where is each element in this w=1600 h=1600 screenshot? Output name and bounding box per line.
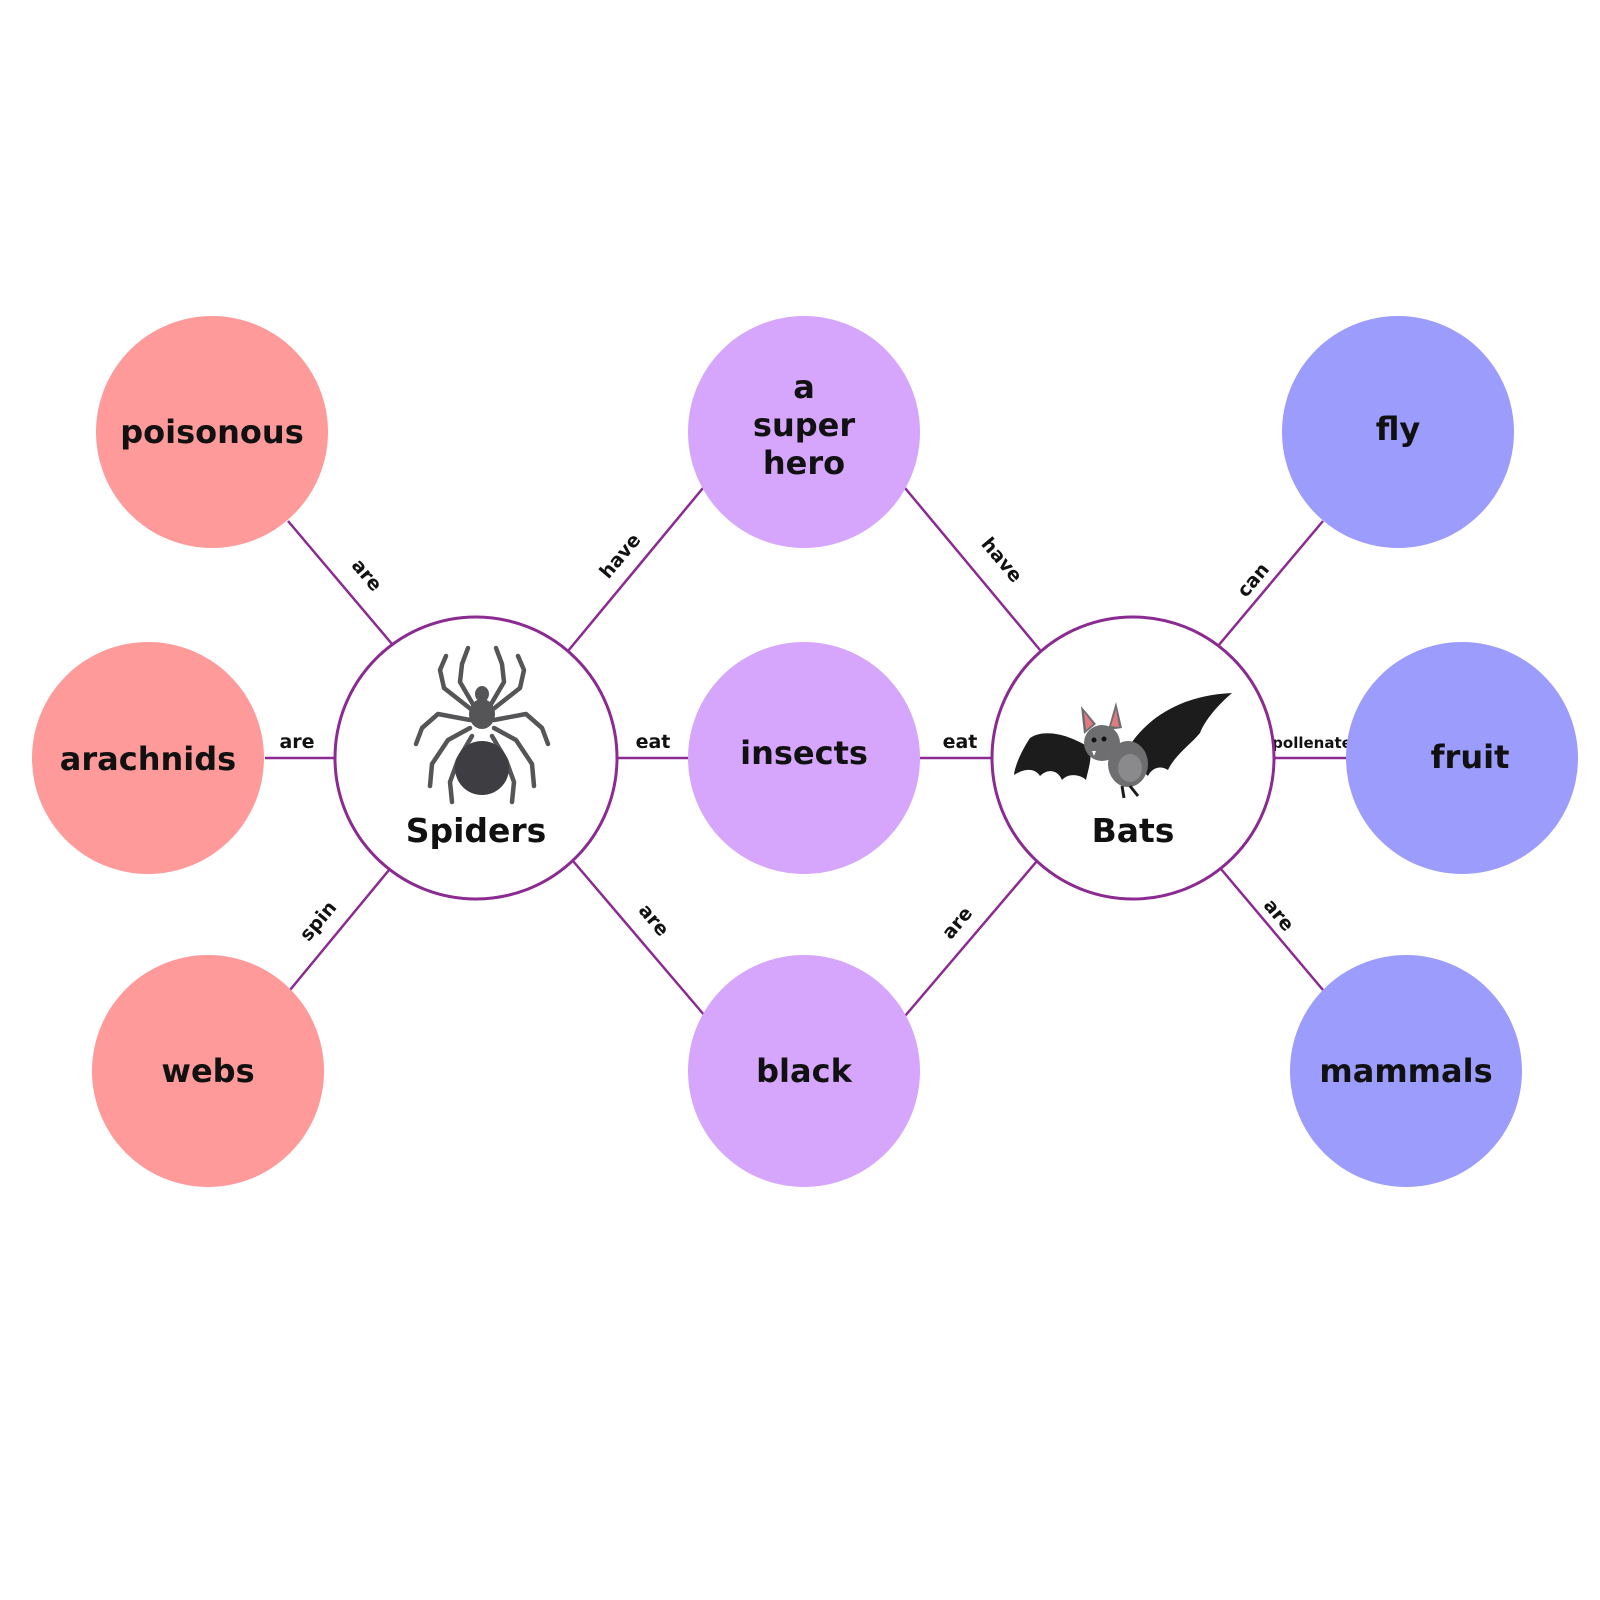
node-label-black: black xyxy=(756,1052,852,1090)
node-fly: fly xyxy=(1282,316,1514,548)
edge-bats-superhero xyxy=(904,487,1041,651)
edge-label-bats-fly: can xyxy=(1233,559,1274,602)
node-label-superhero-line2: super xyxy=(753,406,855,444)
edge-label-bats-insects: eat xyxy=(943,731,978,753)
edge-label-spiders-superhero: have xyxy=(595,529,645,583)
node-webs: webs xyxy=(92,955,324,1187)
node-label-arachnids: arachnids xyxy=(60,740,236,778)
edge-bats-black xyxy=(904,860,1038,1017)
hub-bats: Bats xyxy=(990,615,1276,901)
node-label-webs: webs xyxy=(161,1052,254,1090)
edge-bats-fly xyxy=(1217,520,1324,647)
edge-label-spiders-black: are xyxy=(634,900,673,941)
node-label-poisonous: poisonous xyxy=(120,413,303,451)
edge-spiders-black xyxy=(572,860,706,1017)
edge-bats-mammals xyxy=(1220,868,1324,991)
node-label-insects: insects xyxy=(740,734,868,772)
node-fruit: fruit xyxy=(1346,642,1578,874)
node-label-fly: fly xyxy=(1376,410,1421,448)
node-superhero: a super hero xyxy=(688,316,920,548)
edge-label-spiders-arachnids: are xyxy=(279,731,314,753)
edge-label-bats-mammals: are xyxy=(1259,895,1298,936)
edge-label-spiders-webs: spin xyxy=(296,897,342,946)
edge-label-spiders-insects: eat xyxy=(636,731,671,753)
hub-label-spiders: Spiders xyxy=(406,811,547,850)
node-mammals: mammals xyxy=(1290,955,1522,1187)
node-label-superhero-line3: hero xyxy=(763,444,845,482)
spider-icon xyxy=(413,645,551,805)
node-label-fruit: fruit xyxy=(1431,738,1510,776)
node-arachnids: arachnids xyxy=(32,642,264,874)
edge-spiders-poisonous xyxy=(287,520,393,645)
node-insects: insects xyxy=(688,642,920,874)
edge-label-bats-superhero: have xyxy=(977,533,1027,587)
node-label-mammals: mammals xyxy=(1319,1052,1492,1090)
hub-spiders: Spiders xyxy=(333,615,619,901)
node-black: black xyxy=(688,955,920,1187)
edge-spiders-superhero xyxy=(567,487,704,652)
edge-label-bats-fruit: pollenate xyxy=(1272,734,1352,752)
edge-spiders-webs xyxy=(289,869,390,991)
node-label-superhero-line1: a xyxy=(793,368,815,406)
connector-lines xyxy=(265,487,1349,1017)
node-poisonous: poisonous xyxy=(96,316,328,548)
edge-label-spiders-poisonous: are xyxy=(347,555,386,596)
bat-icon xyxy=(1014,693,1232,799)
hub-label-bats: Bats xyxy=(1092,811,1175,850)
